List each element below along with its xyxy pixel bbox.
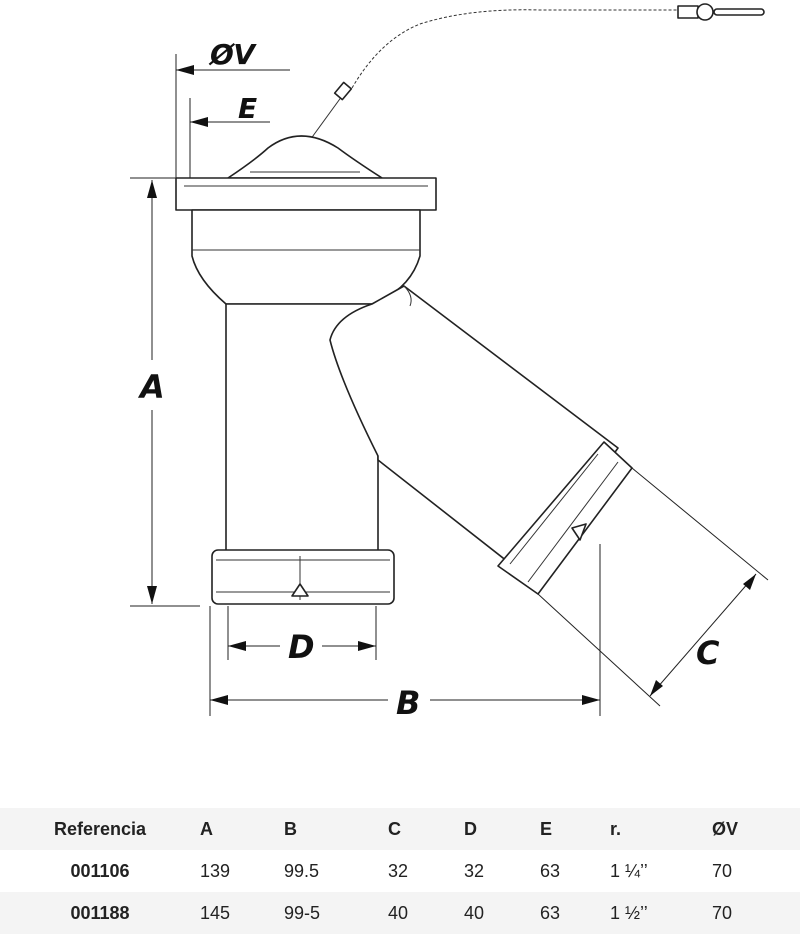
cell-referencia: 001106 — [70, 860, 130, 881]
cell-e: 63 — [540, 860, 561, 881]
cell-b: 99-5 — [284, 902, 321, 923]
header-c: C — [388, 818, 401, 839]
cell-b: 99.5 — [284, 860, 320, 881]
dim-label-b: B — [396, 684, 420, 722]
upper-body — [191, 209, 421, 305]
cell-d: 40 — [464, 902, 485, 923]
cell-a: 145 — [200, 902, 231, 923]
top-flange — [175, 177, 437, 211]
cell-c: 40 — [388, 902, 409, 923]
header-e: E — [540, 818, 553, 839]
cell-ov: 70 — [712, 860, 733, 881]
header-r: r. — [610, 818, 622, 839]
cell-d: 32 — [464, 860, 485, 881]
header-ov: ØV — [712, 818, 739, 839]
dim-label-c: C — [696, 634, 720, 672]
chain-clip — [677, 3, 765, 21]
dim-label-a: A — [137, 368, 165, 406]
header-referencia: Referencia — [53, 818, 147, 839]
siphon-technical-drawing: ØV E A D B C — [130, 3, 769, 722]
plug-chain — [297, 9, 680, 153]
cell-a: 139 — [200, 860, 231, 881]
bottom-nut — [211, 549, 395, 605]
header-b: B — [284, 818, 297, 839]
dim-label-d: D — [288, 628, 315, 666]
cell-r: 1 ½’’ — [610, 902, 648, 923]
cell-referencia: 001188 — [70, 902, 130, 923]
cell-e: 63 — [540, 902, 561, 923]
angled-branch — [329, 285, 619, 577]
table-row: 001188 145 99-5 40 40 63 1 ½’’ 70 — [0, 892, 800, 934]
dimension-lines — [130, 54, 769, 716]
cell-r: 1 ¼’’ — [610, 860, 648, 881]
plug-dome — [227, 135, 383, 179]
header-d: D — [464, 818, 477, 839]
header-a: A — [200, 818, 213, 839]
cell-c: 32 — [388, 860, 409, 881]
dim-label-ov: ØV — [208, 38, 257, 71]
table-row: 001106 139 99.5 32 32 63 1 ¼’’ 70 — [0, 850, 800, 892]
spec-table: Referencia A B C D E r. ØV 001106 139 99… — [0, 808, 800, 934]
cell-ov: 70 — [712, 902, 733, 923]
dim-label-e: E — [238, 92, 257, 125]
table-header-row: Referencia A B C D E r. ØV — [0, 808, 800, 850]
